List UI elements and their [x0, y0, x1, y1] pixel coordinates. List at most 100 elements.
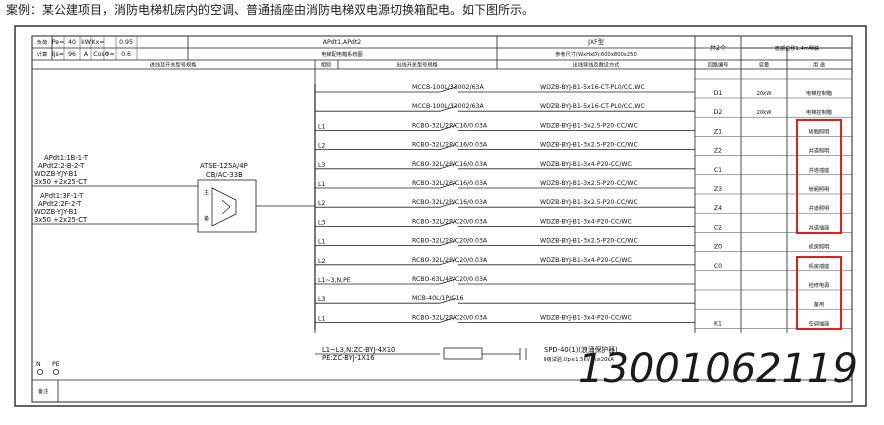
circuit-capacity: 20kW [757, 91, 772, 97]
phone-watermark: 13001062119 [578, 346, 858, 392]
spd-device [443, 347, 483, 360]
circuit-use: 电梯控制箱 [806, 89, 832, 97]
n-label: N [36, 361, 41, 368]
circuit-breaker: RCBO-32L/2P/C16/0.03A [412, 199, 488, 206]
circuit-row: MCCB-100L/33002/63A WDZB-BYJ-B1-5x16-CT-P… [315, 84, 852, 99]
jxf-size: 参考尺寸(WxHxD):600x800x250 [555, 50, 637, 58]
circuit-use: 井道照明 [809, 147, 830, 155]
feeder2-line-b: APdt2:2F-2-T [38, 200, 82, 208]
circuit-wire: WDZB-BYJ-B1-3x2.5-P20-CC/WC [540, 180, 638, 187]
circuit-breaker: RCBO-32L/2P/C20/0.03A [412, 314, 488, 321]
circuit-phase: L1 [318, 315, 325, 322]
circuit-breaker: RCBO-32L/2P/C16/0.03A [412, 142, 488, 149]
circuit-breaker: RCBO-32L/2P/C16/0.03A [412, 161, 488, 168]
circuit-wire: WDZB-BYJ-B1-3x4-P20-CC/WC [540, 161, 632, 168]
highlight-box-upper [796, 119, 842, 234]
pe-label: Pe= [52, 39, 65, 46]
circuit-phase: L3 [318, 296, 325, 303]
circuit-id: D2 [714, 109, 723, 116]
circuit-row: L2 RCBO-32L/2P/C16/0.03A WDZB-BYJ-B1-3x2.5… [315, 142, 852, 156]
circuit-id: Z4 [714, 205, 722, 212]
circuit-breaker: RCBO-32L/2P/C16/0.03A [412, 180, 488, 187]
calc-label-2: 计算 [37, 50, 47, 58]
incoming-section: APdt1:1B-1-T APdt2:2-B-2-T WDZB-YJY-B1 3… [32, 154, 315, 233]
feeder1-line-b: APdt2:2-B-2-T [38, 162, 85, 170]
box-name: APdt1,APdt2 [323, 39, 362, 46]
circuit-use: 空调插座 [809, 319, 830, 327]
spd-wire-2: PE:ZC-BYJ-1X16 [322, 354, 375, 362]
cos-value: 0.6 [121, 51, 131, 58]
circuit-id: Z0 [714, 244, 722, 251]
ground-terminals: N PE 备注 [32, 361, 852, 402]
atse-class: CB/AC-33B [206, 171, 243, 179]
pe-unit: kW [81, 39, 91, 46]
spd-spec: Ⅱ级试验,Up≤1.5kV,In≥20kA [544, 355, 614, 363]
header-texts: 负荷 计算 Pe= 40 kW Kx= 0.95 Ijs= 96 A CosΦ=… [37, 38, 826, 69]
atse-model: ATSE-125A/4P [200, 162, 248, 170]
col-phase: 相别 [321, 61, 331, 69]
circuit-phase: L2 [318, 258, 325, 265]
circuit-row: L1 RCBO-32L/2P/C16/0.03A WDZB-BYJ-B1-3x2.5… [315, 180, 852, 195]
spd-section: L1~L3,N:ZC-BYJ-4X10 PE:ZC-BYJ-1X16 SPD-4… [315, 345, 618, 363]
kx-value: 0.95 [119, 39, 133, 46]
header-grid [32, 36, 852, 333]
ijs-unit: A [84, 51, 89, 58]
circuit-phase: L3 [318, 162, 325, 169]
cos-label: CosΦ= [93, 51, 114, 58]
kx-label: Kx= [92, 39, 105, 46]
circuit-breaker: RCBO-63L/4P/C20/0.03A [412, 276, 488, 283]
circuit-id: C1 [714, 167, 722, 174]
circuit-phase: L1 [318, 239, 325, 246]
circuit-breaker: RCBO-32L/2P/C20/0.03A [412, 218, 488, 225]
col-use: 用 途 [813, 61, 826, 69]
feeder1-line-d: 3x50 +2x25-CT [34, 178, 88, 186]
circuit-phase: L3 [318, 219, 325, 226]
ijs-value: 96 [68, 51, 76, 58]
jxf-model: JXF型 [587, 38, 604, 46]
circuit-breaker: RCBO-32L/2P/C16/0.03A [412, 122, 488, 129]
circuit-use: 电梯控制箱 [806, 108, 832, 116]
circuit-wire: WDZB-BYJ-B1-3x4-P20-CC/WC [540, 218, 632, 225]
circuit-id: K1 [714, 320, 722, 327]
box-type: 电梯配电箱系统图 [321, 50, 363, 58]
circuit-wire: WDZB-BYJ-B1-3x2.5-P20-CC/WC [540, 199, 638, 206]
circuit-capacity: 20kW [757, 110, 772, 116]
atse-main: 主 [204, 188, 209, 196]
spd-model: SPD-40(1)(浪涌保护器) [544, 345, 618, 354]
circuit-breaker: RCBO-32L/2P/C20/0.03A [412, 238, 488, 245]
calc-label-1: 负荷 [37, 38, 47, 46]
intro-text: 案例：某公建项目，消防电梯机房内的空调、普通插座由消防电梯双电源切换箱配电。如下… [6, 3, 535, 17]
circuit-use: 井道照明 [809, 204, 830, 212]
pe-term-label: PE [52, 361, 60, 368]
circuit-phase: L2 [318, 200, 325, 207]
circuit-use: 轿厢照明 [809, 127, 830, 135]
circuit-row: L2 RCBO-32L/2P/C16/0.03A WDZB-BYJ-B1-3x2.5… [315, 199, 852, 214]
circuit-id: Z2 [714, 148, 722, 155]
highlight-box-lower [796, 256, 842, 330]
circuit-wire: WDZB-BYJ-B1-5x16-CT-PL0/CC,WC [540, 103, 645, 110]
circuit-row: L3 RCBO-32L/2P/C16/0.03A WDZB-BYJ-B1-3x4-P… [315, 161, 852, 176]
spd-wire-1: L1~L3,N:ZC-BYJ-4X10 [322, 346, 395, 354]
circuit-breaker: MCCB-100L/33002/63A [412, 84, 484, 91]
drawing-border [31, 35, 853, 403]
circuit-use: 检修电源 [809, 281, 831, 289]
circuit-wire: WDZB-BYJ-B1-5x16-CT-PL0/CC,WC [540, 84, 645, 91]
circuit-use: 轿厢照明 [809, 185, 830, 193]
circuit-wire: WDZB-BYJ-B1-3x2.5-P20-CC/WC [540, 122, 638, 129]
circuit-phase: L1 [318, 181, 325, 188]
circuit-phase: L2 [318, 143, 325, 150]
feeder1-line-a: APdt1:1B-1-T [44, 154, 89, 162]
feeder2-line-c: WDZB-YJY-B1 [34, 208, 78, 216]
atse-symbol [211, 187, 237, 227]
install-note: 底部位移1.4m明装 [775, 44, 819, 52]
circuit-id: Z3 [714, 186, 722, 193]
circuit-wire: WDZB-BYJ-B1-3x2.5-P20-CC/WC [540, 142, 638, 149]
feeder2-line-a: APdt1:3F-1-T [40, 192, 84, 200]
circuit-id: C2 [714, 224, 722, 231]
